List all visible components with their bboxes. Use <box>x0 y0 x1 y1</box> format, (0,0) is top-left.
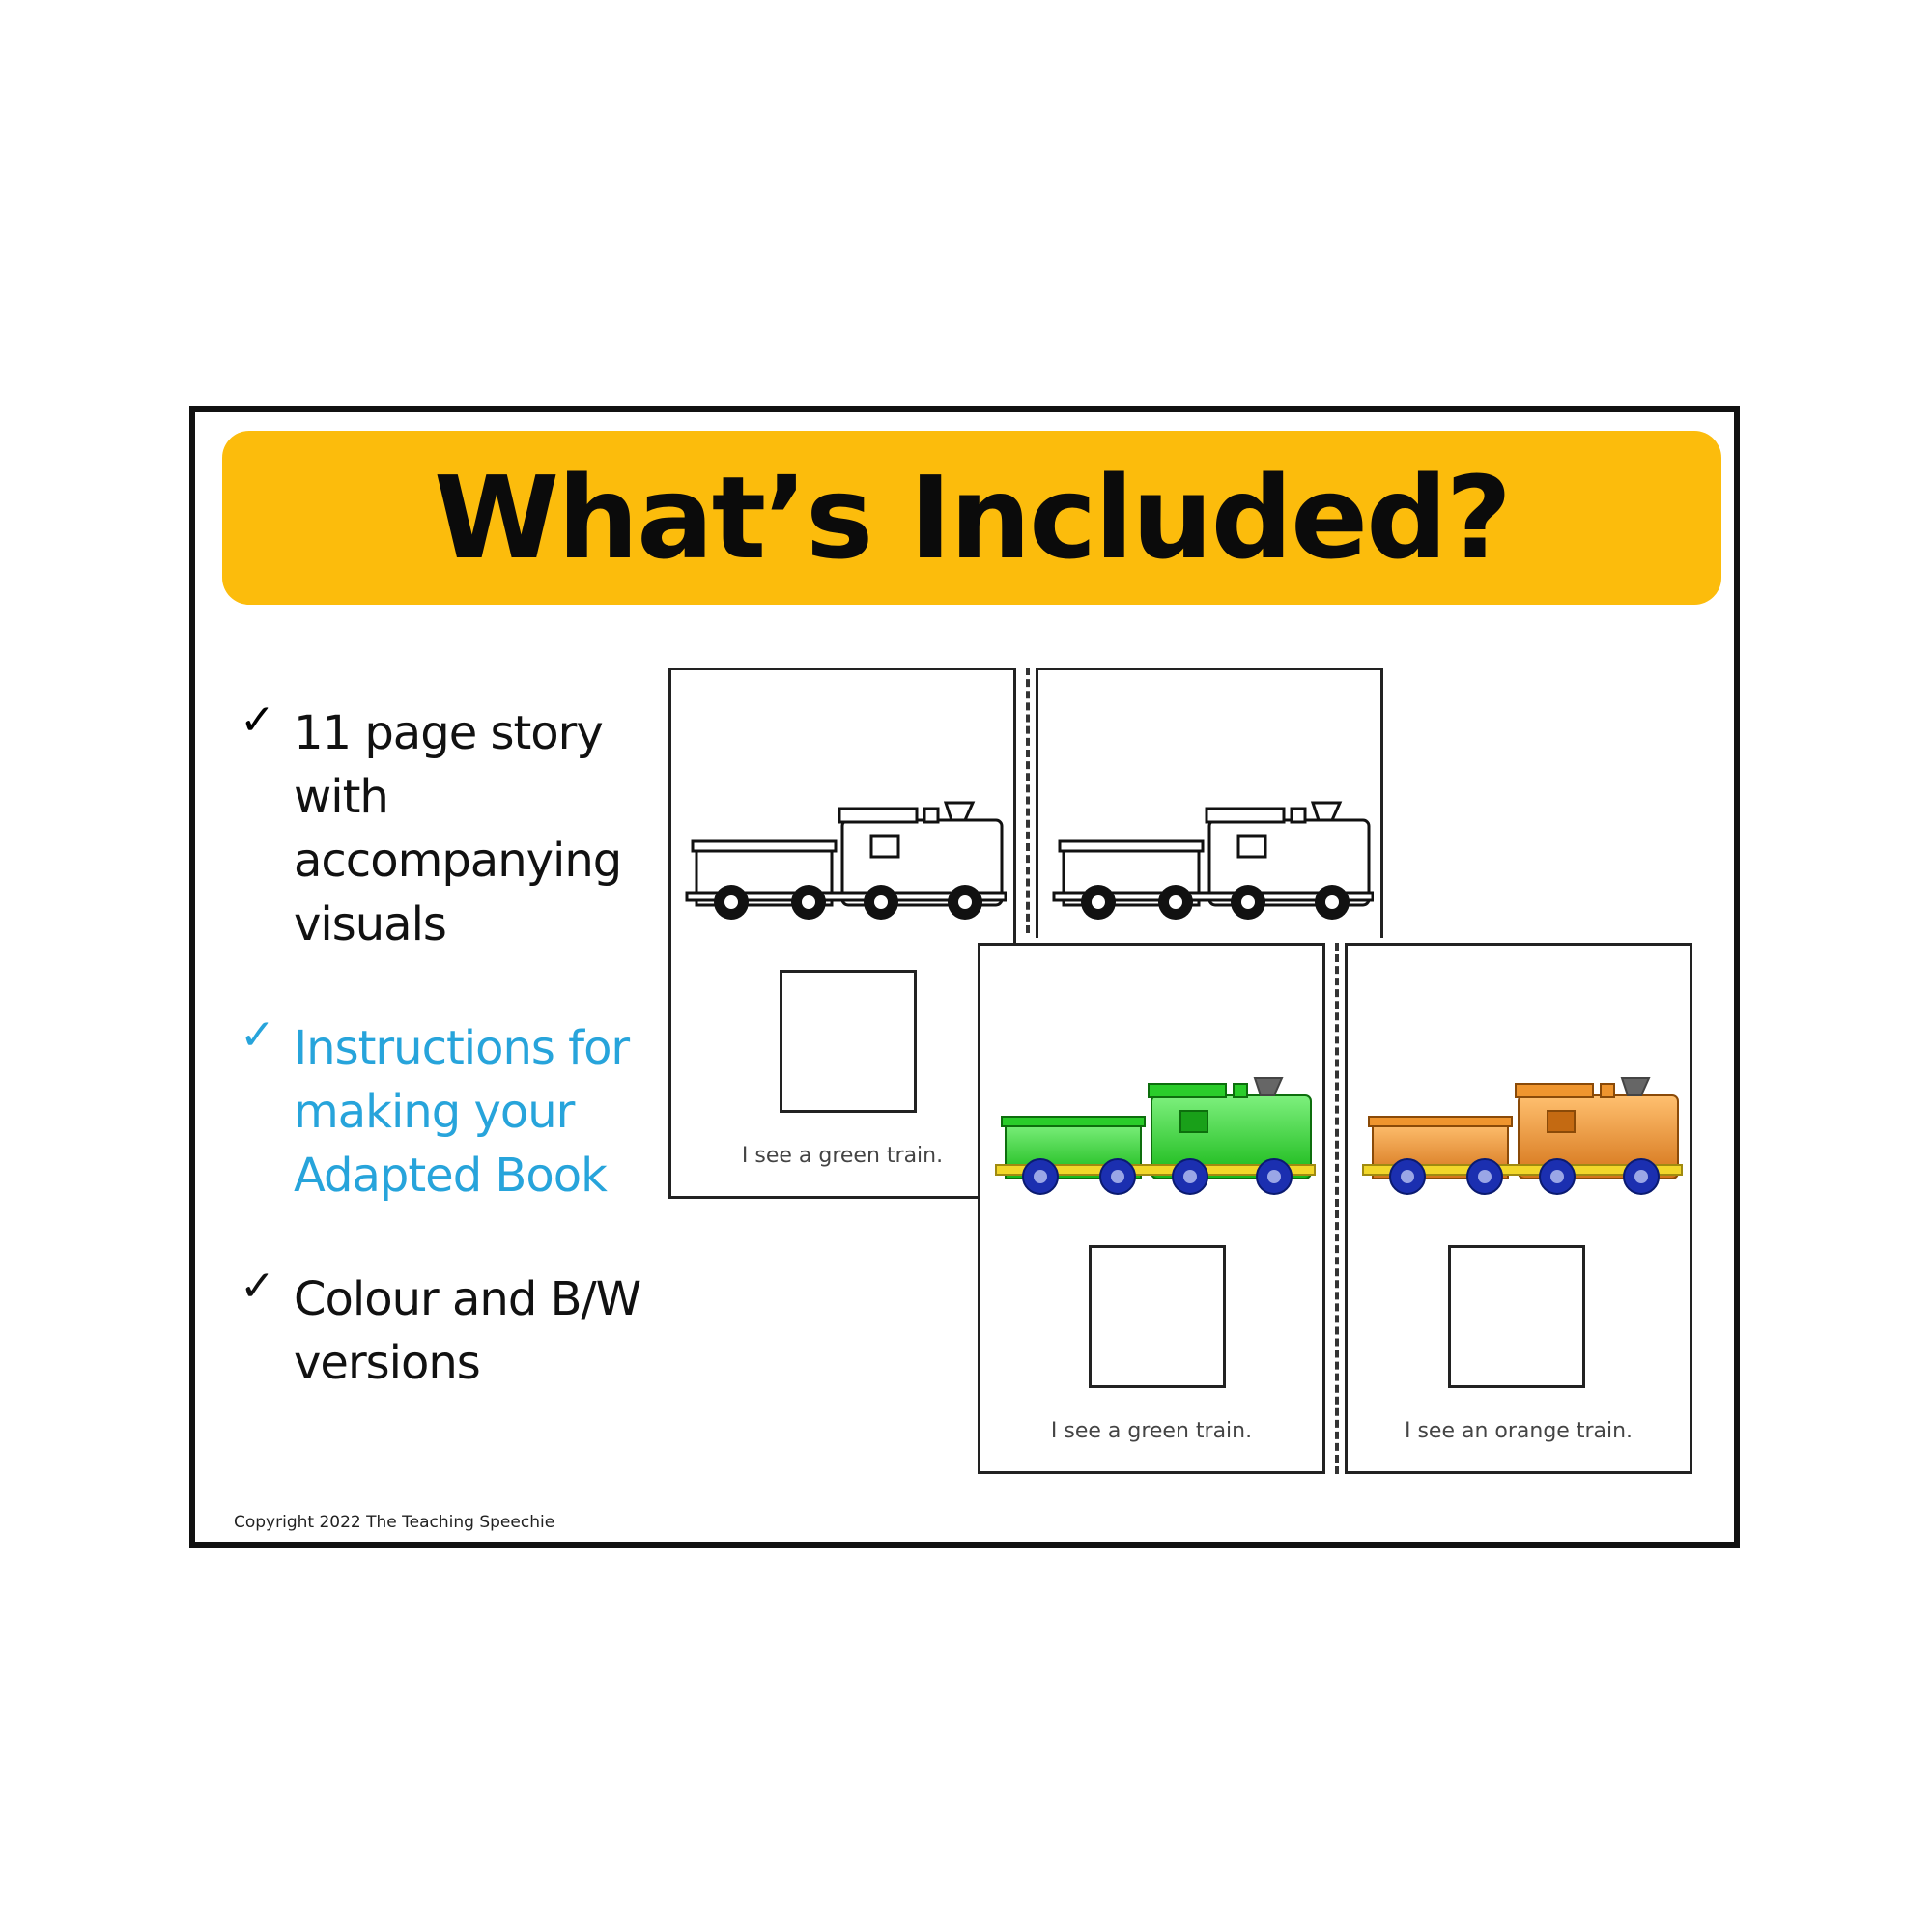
bullet-list: ✓ 11 page story with accompanying visual… <box>234 696 678 1455</box>
bullet-item-story: ✓ 11 page story with accompanying visual… <box>234 696 678 956</box>
book-page-bw-right <box>1036 668 1383 938</box>
check-icon: ✓ <box>240 1262 275 1311</box>
bullet-text: 11 page story with accompanying visuals <box>294 706 622 952</box>
train-icon <box>1052 801 1374 920</box>
book-page-color-orange: I see an orange train. <box>1345 943 1692 1474</box>
train-icon <box>1362 1077 1683 1195</box>
bullet-text: Colour and B/W versions <box>294 1272 641 1390</box>
book-page-color-green: I see a green train. <box>978 943 1325 1474</box>
picture-placeholder-box <box>1448 1245 1585 1388</box>
title-banner: What’s Included? <box>222 431 1721 605</box>
picture-placeholder-box <box>780 970 917 1113</box>
bullet-item-instructions: ✓ Instructions for making your Adapted B… <box>234 1010 678 1208</box>
page-caption: I see an orange train. <box>1404 1419 1634 1443</box>
bullet-text: Instructions for making your Adapted Boo… <box>294 1021 630 1203</box>
slide-frame: What’s Included? ✓ 11 page story with ac… <box>189 406 1740 1548</box>
check-icon: ✓ <box>240 696 275 745</box>
train-icon <box>995 1077 1316 1195</box>
page-caption: I see a green train. <box>741 1144 944 1168</box>
page-caption: I see a green train. <box>1050 1419 1253 1443</box>
train-icon <box>685 801 1007 920</box>
book-page-bw-left: I see a green train. <box>668 668 1016 1199</box>
copyright-footer: Copyright 2022 The Teaching Speechie <box>234 1513 555 1532</box>
check-icon: ✓ <box>240 1010 275 1060</box>
page-title: What’s Included? <box>433 451 1512 584</box>
picture-placeholder-box <box>1089 1245 1226 1388</box>
bullet-item-versions: ✓ Colour and B/W versions <box>234 1262 678 1395</box>
page-divider <box>1335 943 1339 1474</box>
page-divider <box>1026 668 1030 933</box>
